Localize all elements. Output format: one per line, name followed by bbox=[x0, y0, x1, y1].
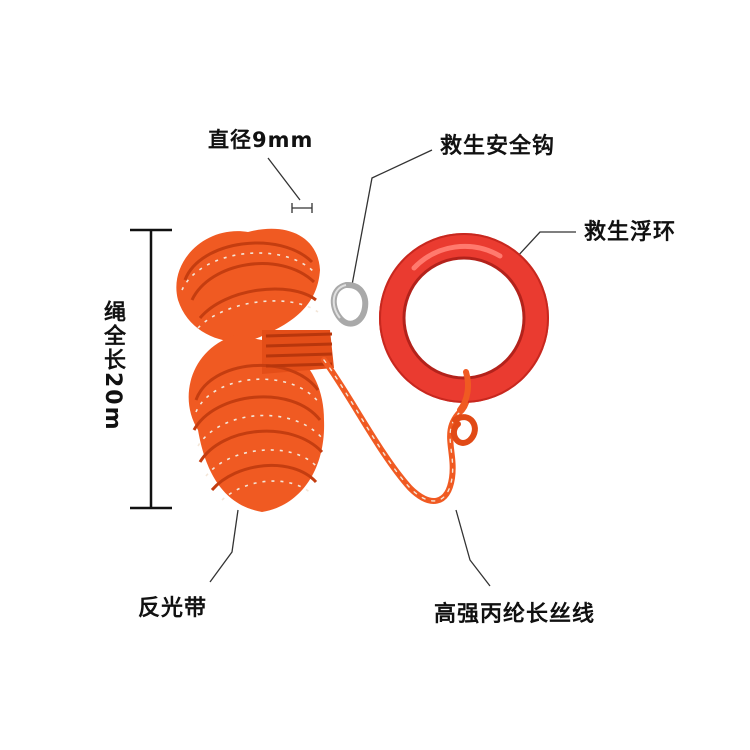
ring-knot bbox=[457, 369, 471, 413]
leader-reflective bbox=[209, 509, 239, 583]
length-dimension-bar bbox=[130, 228, 172, 510]
reflective-strip bbox=[181, 252, 323, 501]
leader-line bbox=[455, 509, 491, 587]
leader-ring bbox=[515, 231, 576, 259]
reflective-strip-label: 反光带 bbox=[138, 596, 208, 621]
total-length-label: 绳全长20m bbox=[100, 300, 125, 432]
life-ring-icon bbox=[379, 233, 549, 403]
line-label: 高强丙纶长丝线 bbox=[434, 602, 596, 627]
leader-lines bbox=[209, 149, 576, 587]
diameter-label: 直径9mm bbox=[208, 128, 314, 152]
leader-hook bbox=[351, 149, 433, 286]
coiled-rope bbox=[176, 228, 334, 512]
life-ring-label: 救生浮环 bbox=[584, 220, 677, 245]
rope-wrap bbox=[265, 332, 333, 368]
diameter-marker bbox=[291, 203, 313, 213]
leader-diameter bbox=[267, 157, 301, 201]
rope-loops bbox=[183, 241, 324, 491]
safety-hook-label: 救生安全钩 bbox=[440, 134, 556, 159]
safety-hook-icon bbox=[330, 282, 369, 327]
